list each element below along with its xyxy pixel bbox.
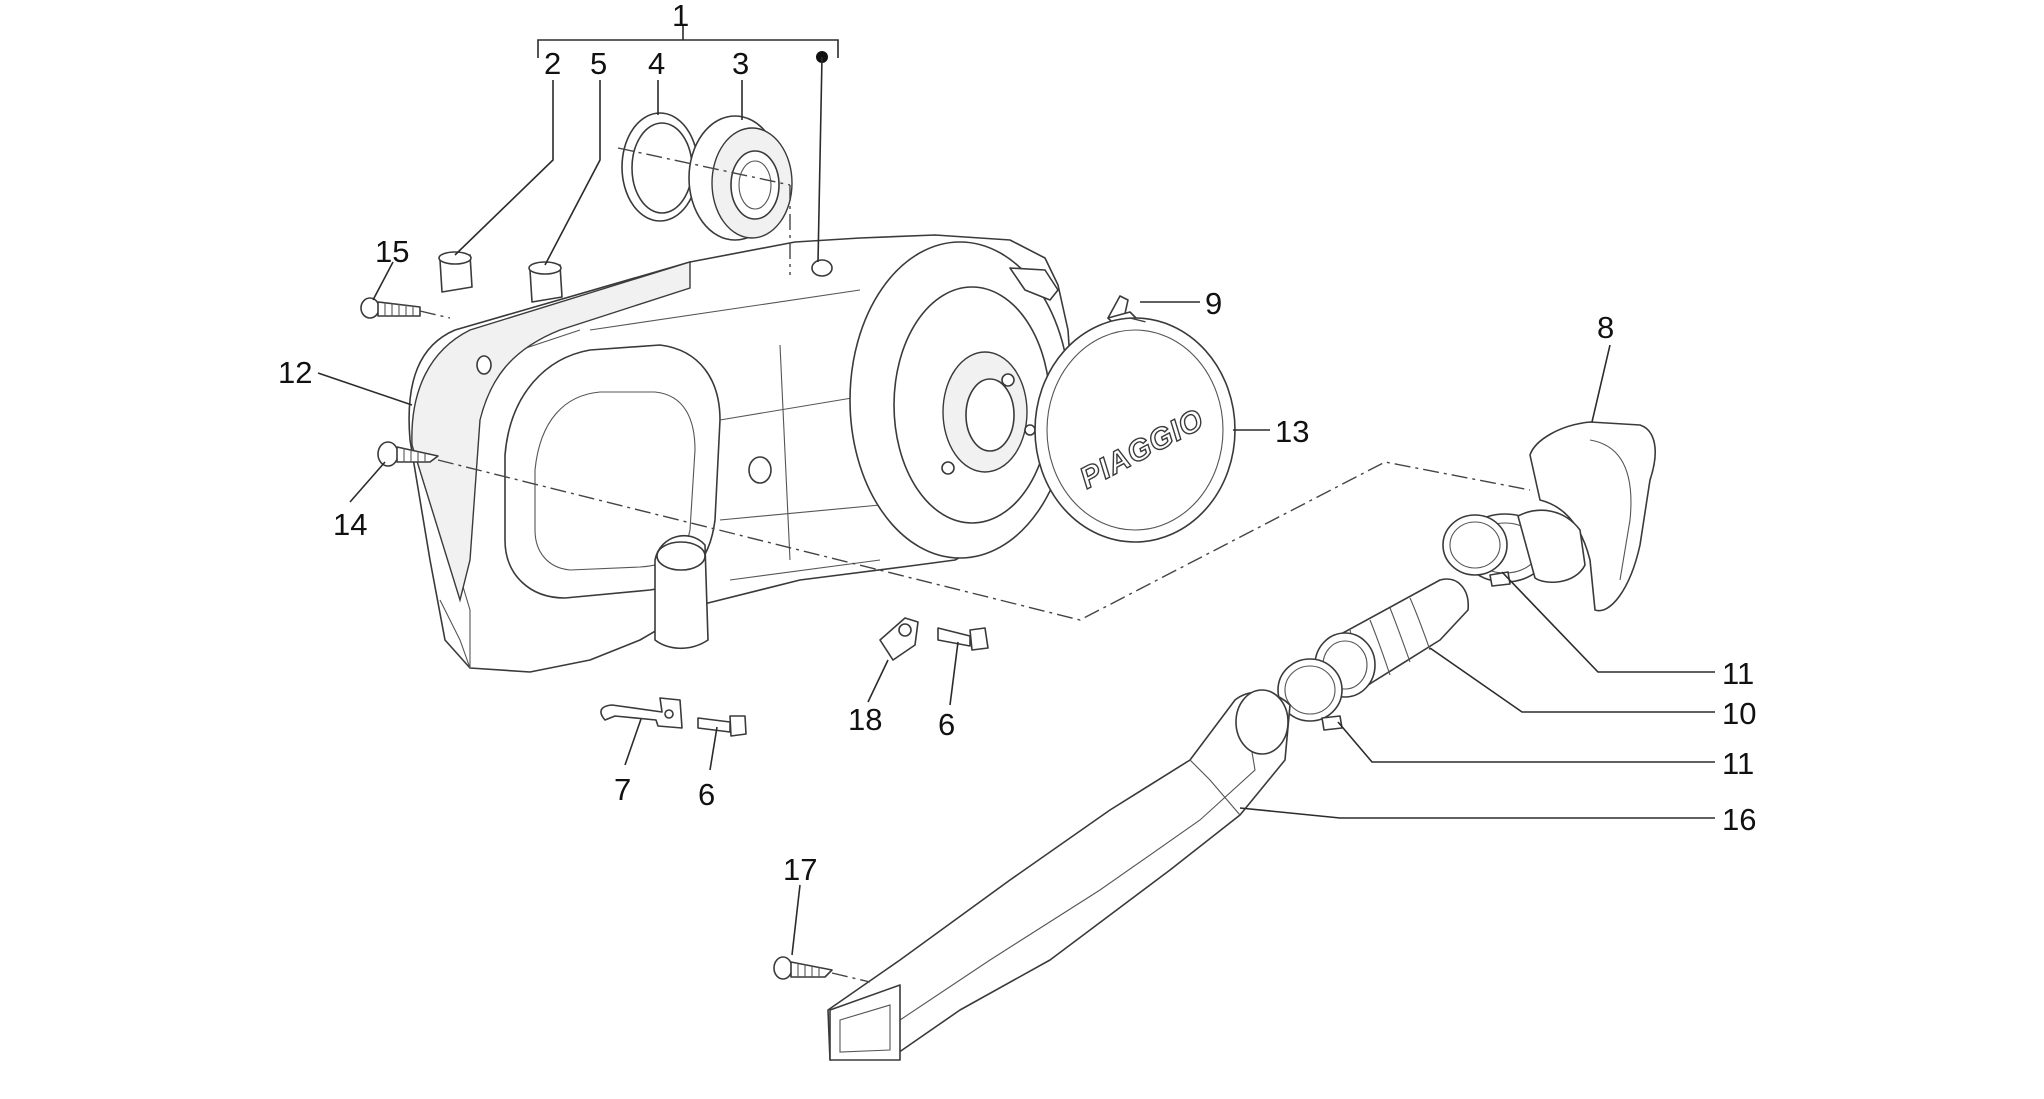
callout-1: 1 [672, 0, 689, 33]
part-11-clamp-upper [1442, 514, 1511, 587]
callout-18: 18 [848, 702, 882, 737]
assembly-lines [419, 147, 1531, 983]
callout-numbers: 1 2 5 4 3 15 12 14 9 13 8 11 10 11 16 18… [278, 0, 1756, 887]
callout-9: 9 [1205, 286, 1222, 321]
callout-11-lower: 11 [1722, 746, 1754, 781]
callout-17: 17 [783, 852, 817, 887]
part-5-dowel [528, 261, 563, 303]
part-6-bolt-lower [697, 715, 747, 737]
part-13-logo-cover: PIAGGIO [1034, 317, 1236, 543]
callout-3: 3 [732, 46, 749, 81]
part-6-bolt-upper [937, 627, 989, 651]
callout-5: 5 [590, 46, 607, 81]
part-8-air-duct-elbow [1460, 421, 1656, 612]
part-14-screw [377, 441, 439, 467]
callout-14: 14 [333, 507, 367, 542]
part-16-intake-duct [827, 689, 1291, 1061]
callout-6-lower: 6 [698, 777, 715, 812]
part-4-circlip [621, 112, 699, 222]
callout-4: 4 [648, 46, 665, 81]
callout-8: 8 [1597, 310, 1614, 345]
part-18-bracket [879, 617, 919, 661]
callout-15: 15 [375, 234, 409, 269]
callout-2: 2 [544, 46, 561, 81]
part-15-screw [360, 297, 421, 319]
callout-12: 12 [278, 355, 312, 390]
part-2-dowel [438, 251, 473, 293]
callout-6-upper: 6 [938, 707, 955, 742]
callout-11-upper: 11 [1722, 656, 1754, 691]
callout-10: 10 [1722, 696, 1756, 731]
callout-13: 13 [1275, 414, 1309, 449]
callout-16: 16 [1722, 802, 1756, 837]
part-11-clamp-lower [1277, 658, 1343, 731]
leader-lines [317, 26, 1715, 956]
part-17-screw [773, 956, 833, 980]
transmission-cover [408, 234, 1073, 673]
callout-7: 7 [614, 772, 631, 807]
part-3-bearing [688, 115, 793, 241]
part-7-bracket [600, 697, 683, 729]
